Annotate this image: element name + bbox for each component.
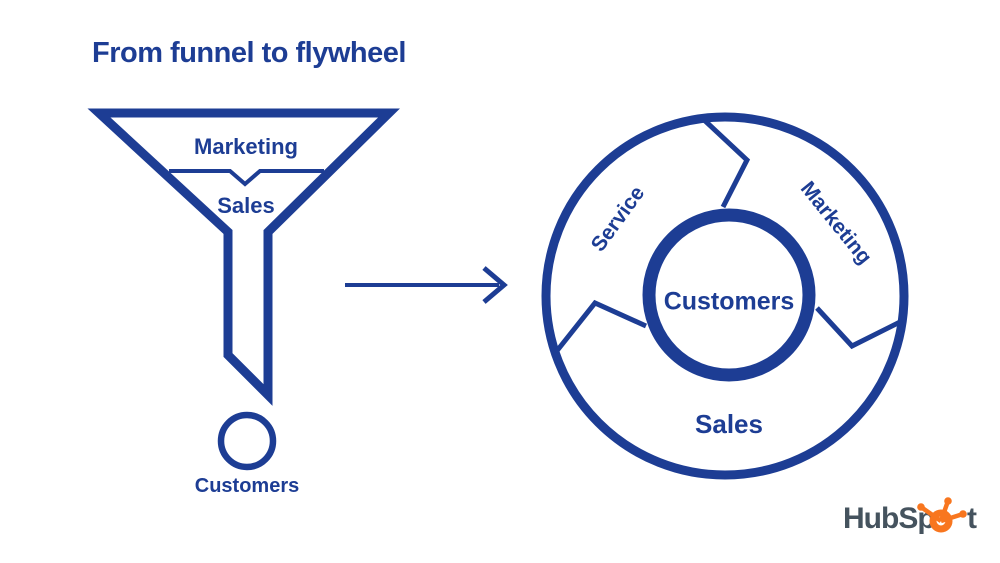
hubspot-sprocket-icon [917, 497, 967, 533]
arrow-head [482, 266, 508, 304]
flywheel-divider-left-chevron [554, 299, 648, 354]
flywheel-segment-sales-label: Sales [695, 409, 763, 439]
funnel-drop-circle [217, 411, 277, 471]
flywheel-divider-right-chevron [815, 306, 904, 350]
flywheel-outer-ring [541, 112, 909, 480]
right-arrow-icon [345, 266, 508, 304]
funnel-outline [87, 108, 400, 406]
funnel-stage-marketing-label: Marketing [194, 134, 298, 159]
flywheel-center-customers-label: Customers [663, 287, 795, 316]
hubspot-logo-text-suffix: t [967, 502, 977, 535]
flywheel-divider-top-chevron [700, 116, 751, 209]
flywheel-inner-ring [642, 208, 816, 382]
funnel-customers-label: Customers [194, 475, 300, 497]
funnel-stage-divider [169, 169, 324, 187]
funnel-stage-sales-label: Sales [217, 193, 275, 218]
hubspot-logo: HubSp t [843, 495, 988, 543]
page-title: From funnel to flywheel [92, 37, 406, 69]
